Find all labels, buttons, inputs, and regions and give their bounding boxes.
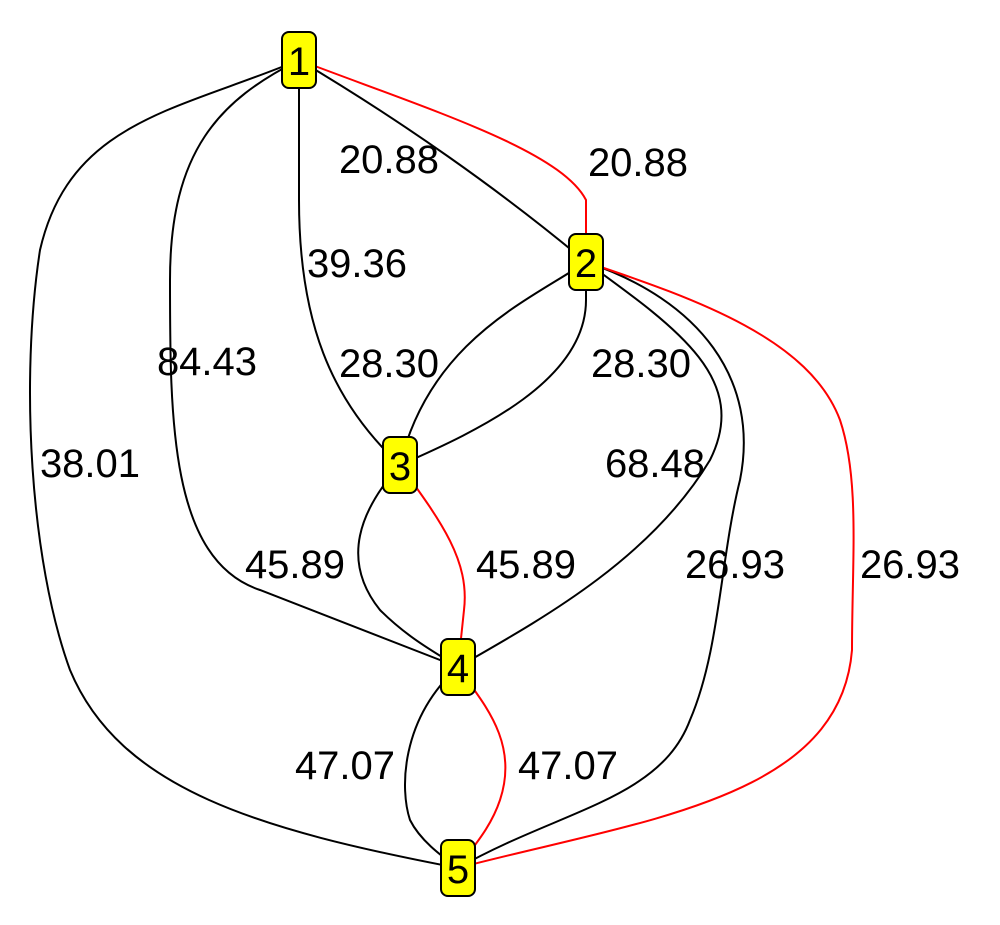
edge-label-1-5: 38.01 — [40, 442, 140, 486]
edge-4-5-highlighted — [457, 666, 507, 869]
edge-label-2-3: 28.30 — [591, 342, 691, 386]
edge-label-1-2: 20.88 — [588, 141, 688, 185]
edge-4-5 — [403, 666, 459, 869]
edge-label-2-4: 68.48 — [605, 442, 705, 486]
node-1: 1 — [281, 31, 317, 89]
node-3: 3 — [382, 436, 418, 494]
edge-2-4 — [457, 261, 723, 668]
node-label-2: 2 — [575, 242, 597, 286]
edge-1-2 — [298, 59, 587, 263]
node-2: 2 — [568, 233, 604, 291]
edge-label-3-4: 45.89 — [476, 543, 576, 587]
edge-label-1-2: 20.88 — [339, 138, 439, 182]
node-box-3 — [382, 436, 418, 494]
node-label-4: 4 — [447, 647, 469, 691]
node-box-1 — [281, 31, 317, 89]
edge-2-5 — [457, 261, 745, 869]
edge-3-4 — [357, 464, 459, 668]
edge-label-1-4: 84.43 — [157, 340, 257, 384]
edge-label-1-3: 39.36 — [307, 242, 407, 286]
node-box-4 — [440, 638, 476, 696]
edge-label-2-5: 26.93 — [860, 543, 960, 587]
node-label-5: 5 — [447, 848, 469, 892]
edge-2-3 — [399, 262, 587, 466]
edge-label-2-5: 26.93 — [685, 543, 785, 587]
edge-label-3-4: 45.89 — [245, 543, 345, 587]
edge-1-2-highlighted — [298, 59, 587, 262]
node-box-5 — [440, 839, 476, 897]
node-4: 4 — [440, 638, 476, 696]
edge-label-2-3: 28.30 — [339, 342, 439, 386]
edges-layer — [29, 59, 855, 869]
edge-2-3 — [399, 261, 587, 466]
edge-1-3 — [298, 60, 401, 466]
node-label-1: 1 — [288, 40, 310, 84]
node-box-2 — [568, 233, 604, 291]
edge-1-5 — [29, 59, 459, 869]
node-5: 5 — [440, 839, 476, 897]
edge-labels-layer: 20.88 20.88 39.36 84.43 38.01 28.30 28.30 68.48… — [40, 138, 960, 788]
edge-label-4-5: 47.07 — [518, 744, 618, 788]
nodes-layer: 1 2 3 4 5 — [281, 31, 604, 897]
edge-label-4-5: 47.07 — [295, 744, 395, 788]
edge-1-4 — [168, 59, 459, 668]
edge-2-5-highlighted — [457, 261, 855, 869]
node-label-3: 3 — [389, 445, 411, 489]
